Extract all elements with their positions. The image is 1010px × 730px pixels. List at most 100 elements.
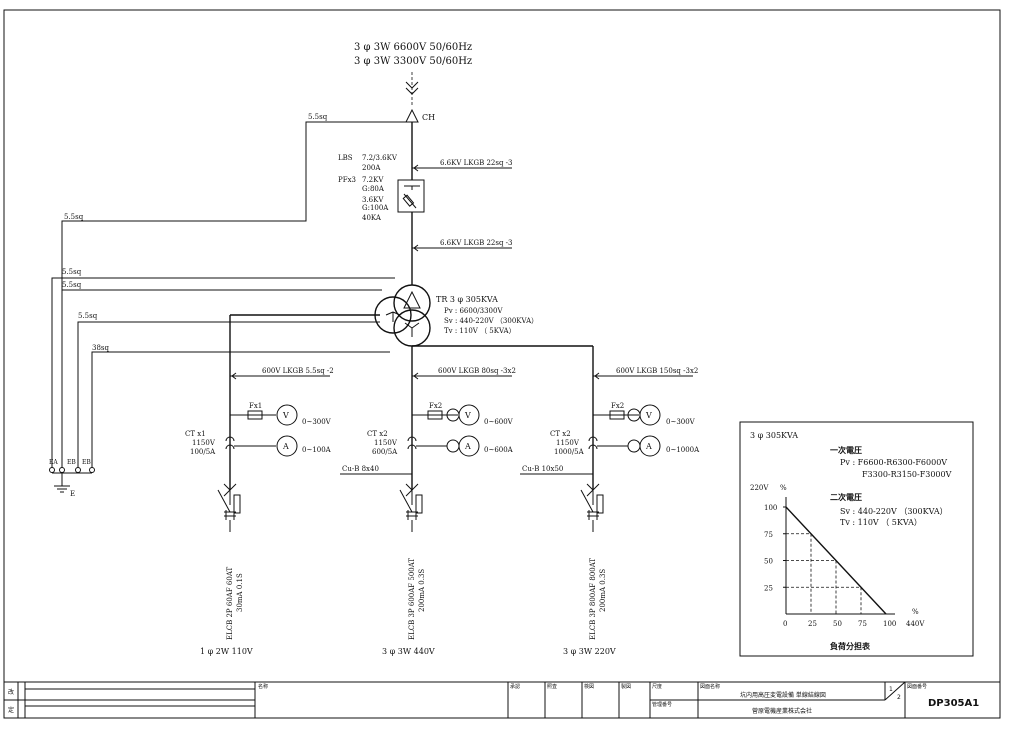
feeder-3-elcb-coil bbox=[587, 510, 599, 532]
feeder-1-ct-v: 1150V bbox=[192, 439, 216, 447]
drawing-name-label: 図面名称 bbox=[700, 683, 720, 690]
revision-label-1: 改 bbox=[8, 688, 14, 696]
earth-eb1-label: EB bbox=[67, 459, 76, 466]
feeder-1-ammeter-label: A bbox=[282, 442, 289, 451]
chart-y-tick-2: 75 bbox=[764, 531, 773, 539]
feeder-2 bbox=[340, 404, 480, 532]
feeder-3-vrange: 0~300V bbox=[666, 418, 696, 426]
feeder-2-busbar: Cu-B 8x40 bbox=[342, 465, 379, 473]
feeder-2-ct-ratio: 600/5A bbox=[372, 448, 398, 456]
lbs-fuse-symbol bbox=[402, 185, 420, 209]
feeder-3-ct-symbol bbox=[588, 436, 598, 450]
feeder-2-system: 3 φ 3W 440V bbox=[382, 647, 435, 656]
feeder-1-fuse bbox=[247, 410, 263, 420]
chart-x-tick-2: 50 bbox=[833, 620, 842, 628]
chart-y-unit: % bbox=[780, 484, 787, 492]
pf-line-3: 3.6KV bbox=[362, 196, 384, 204]
feeder-1-breaker-box bbox=[233, 494, 241, 514]
primary-line-1: Pv : F6600-R6300-F6000V bbox=[840, 458, 947, 467]
transformer-sv: Sv : 440-220V （300KVA） bbox=[444, 317, 538, 325]
title-block bbox=[3, 681, 1001, 719]
incoming-arrows bbox=[405, 81, 419, 95]
feeder-3-system: 3 φ 3W 220V bbox=[563, 647, 616, 656]
name-label: 名称 bbox=[258, 683, 268, 690]
earth-terminals bbox=[49, 467, 95, 493]
feeder-1-arange: 0~100A bbox=[302, 446, 332, 454]
pf-line-5: 40KA bbox=[362, 214, 382, 222]
transformer-symbol bbox=[374, 284, 431, 347]
ground-wire-3 bbox=[51, 277, 395, 468]
transformer-label: TR 3 φ 305KVA bbox=[436, 295, 498, 304]
chart-x-tick-1: 25 bbox=[808, 620, 817, 628]
feeder-2-ct-symbol bbox=[407, 436, 417, 450]
feeder-3-ammeter-label: A bbox=[645, 442, 652, 451]
feeder-1 bbox=[217, 404, 298, 532]
info-footer: 負荷分担表 bbox=[830, 641, 871, 651]
hv-cable-label-1: 6.6KV LKGB 22sq -3 bbox=[440, 159, 513, 167]
feeder-3-ct-v: 1150V bbox=[556, 439, 580, 447]
chart-x-tick-3: 75 bbox=[858, 620, 867, 628]
cable-head-symbol bbox=[405, 108, 419, 123]
pf-line-1: 7.2KV bbox=[362, 176, 384, 184]
feeder-1-elcb-coil bbox=[224, 510, 236, 532]
ground-wire-6-label: 38sq bbox=[92, 344, 109, 352]
info-title: 3 φ 305KVA bbox=[750, 431, 798, 440]
lbs-rating: 7.2/3.6KV bbox=[362, 154, 398, 162]
ground-wire-4-label: 5.5sq bbox=[62, 281, 82, 289]
feeder-2-vrange: 0~600V bbox=[484, 418, 514, 426]
source-line-2: 3 φ 3W 3300V 50/60Hz bbox=[354, 56, 472, 67]
chart-x-tick-0: 0 bbox=[783, 620, 787, 628]
drawing-number: DP305A1 bbox=[928, 698, 979, 709]
lv-cable-mid-label: 600V LKGB 80sq -3x2 bbox=[438, 367, 516, 375]
col-check: 照査 bbox=[547, 683, 557, 690]
feeder-2-fuse-label: Fx2 bbox=[429, 402, 442, 410]
feeder-3-fuse bbox=[609, 410, 625, 420]
chart-y-label: 220V bbox=[750, 484, 769, 492]
feeder-3-ct-ratio: 1000/5A bbox=[554, 448, 585, 456]
feeder-2-ct-label: CT x2 bbox=[367, 430, 388, 438]
feeder-3-fuse-label: Fx2 bbox=[611, 402, 624, 410]
feeder-1-breaker-line-1: ELCB 2P 60AF 60AT bbox=[226, 567, 234, 640]
secondary-line-2: Tv : 110V （ 5KVA） bbox=[840, 518, 922, 527]
feeder-1-ct-ratio: 100/5A bbox=[190, 448, 216, 456]
feeder-3-as-switch bbox=[627, 439, 641, 453]
pf-line-4: G:100A bbox=[362, 204, 389, 212]
feeder-2-vs-switch bbox=[446, 408, 460, 422]
drawing-name: 坑内用高圧変電設備 単線結線図 bbox=[740, 691, 826, 699]
cable-head-label: CH bbox=[422, 113, 435, 122]
col-draw: 製図 bbox=[621, 683, 631, 690]
feeder-1-ammeter bbox=[276, 435, 298, 457]
feeder-3-vs-switch bbox=[627, 408, 641, 422]
feeder-2-breaker-box bbox=[415, 494, 423, 514]
feeder-3-voltmeter-label: V bbox=[645, 411, 652, 420]
ground-wire-6 bbox=[91, 351, 390, 468]
chart-x-label: 440V bbox=[906, 620, 925, 628]
col-review: 検図 bbox=[584, 683, 594, 690]
primary-heading: 一次電圧 bbox=[830, 445, 862, 455]
lbs-switch-box bbox=[397, 179, 425, 213]
earth-label: E bbox=[70, 490, 75, 498]
ground-wire-1-label: 5.5sq bbox=[308, 113, 328, 121]
feeder-2-ct-v: 1150V bbox=[374, 439, 398, 447]
chart-y-tick-0: 25 bbox=[764, 584, 773, 592]
ground-wire-5 bbox=[77, 321, 380, 468]
col-scale: 尺度 bbox=[652, 683, 662, 690]
hv-cable-label-2: 6.6KV LKGB 22sq -3 bbox=[440, 239, 513, 247]
feeder-3 bbox=[520, 404, 661, 532]
feeder-3-breaker-line-1: ELCB 3P 800AF 800AT bbox=[589, 558, 597, 640]
chart-series-line-0 bbox=[785, 506, 887, 615]
feeder-1-ct-label: CT x1 bbox=[185, 430, 206, 438]
earth-eb2-label: EB bbox=[82, 459, 91, 466]
lbs-label: LBS bbox=[338, 154, 353, 162]
source-line-1: 3 φ 3W 6600V 50/60Hz bbox=[354, 42, 472, 53]
ground-wire-1 bbox=[61, 121, 406, 468]
lbs-current: 200A bbox=[362, 164, 381, 172]
chart-y-tick-1: 50 bbox=[764, 558, 773, 566]
feeder-3-breaker-line-2: 200mA 0.3S bbox=[599, 569, 607, 612]
sheet-border bbox=[3, 9, 1001, 719]
transformer-tv: Tv : 110V （ 5KVA） bbox=[444, 327, 516, 335]
feeder-2-ammeter-label: A bbox=[464, 442, 471, 451]
feeder-1-voltmeter bbox=[276, 404, 298, 426]
feeder-2-voltmeter-label: V bbox=[464, 411, 471, 420]
sheet-number: 1 bbox=[889, 686, 893, 693]
